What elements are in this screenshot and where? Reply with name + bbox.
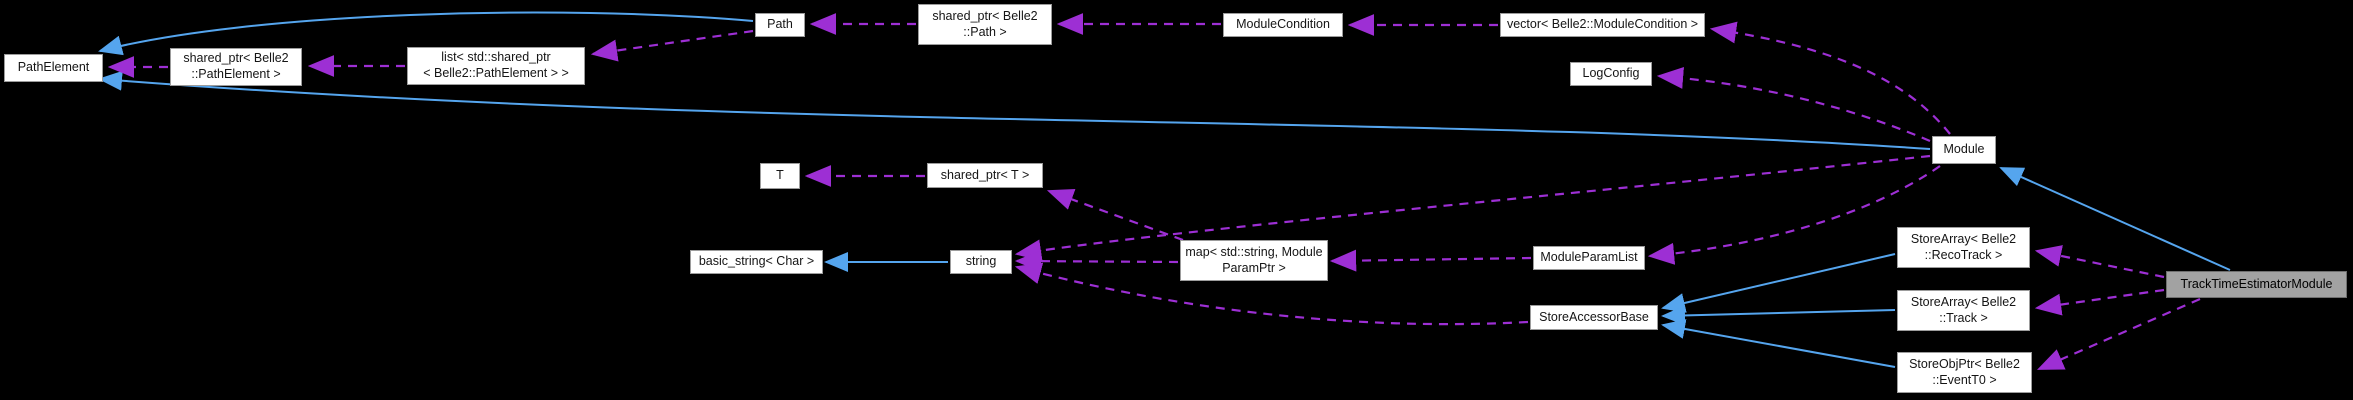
node-shared-ptr-path[interactable]: shared_ptr< Belle2 ::Path > (918, 4, 1052, 45)
edge-map-to-string (1014, 250, 1179, 273)
node-vector-modulecondition[interactable]: vector< Belle2::ModuleCondition > (1500, 13, 1705, 37)
node-moduleparamlist[interactable]: ModuleParamList (1533, 246, 1645, 270)
node-map-moduleparamptr[interactable]: map< std::string, Module ParamPtr > (1180, 240, 1328, 281)
node-pathelement[interactable]: PathElement (4, 54, 103, 82)
node-tracktimeestimatormodule: TrackTimeEstimatorModule (2166, 271, 2347, 298)
edge-module-to-string (1014, 154, 1931, 262)
node-storeaccessorbase[interactable]: StoreAccessorBase (1530, 305, 1658, 330)
node-storearray-recotrack[interactable]: StoreArray< Belle2 ::RecoTrack > (1897, 227, 2030, 268)
edge-map-to-spt (1046, 188, 1184, 242)
edge-module-to-vector (1709, 21, 1951, 135)
node-storeobjptr-eventt0[interactable]: StoreObjPtr< Belle2 ::EventT0 > (1897, 352, 2032, 393)
edge-module-to-logconfig (1656, 66, 1931, 143)
node-path[interactable]: Path (755, 13, 805, 37)
edge-tracktimeestimator-to-recotrack (2034, 245, 2165, 279)
node-logconfig[interactable]: LogConfig (1570, 62, 1652, 86)
edge-tracktimeestimator-to-eventt0 (2036, 297, 2201, 371)
edge-module-to-pathelement (98, 70, 1931, 150)
edge-tracktimeestimator-to-module (1999, 167, 2231, 271)
node-list-shared-ptr-pathelement[interactable]: list< std::shared_ptr < Belle2::PathElem… (407, 47, 585, 85)
node-module[interactable]: Module (1932, 136, 1996, 164)
edge-module-to-moduleparamlist (1647, 165, 1941, 265)
node-modulecondition[interactable]: ModuleCondition (1223, 13, 1343, 37)
edge-eventt0-to-storeaccessorbase (1661, 319, 1896, 368)
edge-tracktimeestimator-to-track (2034, 288, 2165, 316)
edge-path-to-pathelement (98, 11, 754, 56)
node-t[interactable]: T (760, 163, 800, 189)
edge-path-to-list (590, 29, 754, 62)
edge-recotrack-to-storeaccessorbase (1661, 253, 1896, 313)
node-shared-ptr-pathelement[interactable]: shared_ptr< Belle2 ::PathElement > (170, 48, 302, 86)
node-shared-ptr-t[interactable]: shared_ptr< T > (927, 163, 1043, 188)
edge-moduleparamlist-to-map (1329, 249, 1532, 272)
node-string[interactable]: string (950, 250, 1012, 274)
edge-track-to-storeaccessorbase (1661, 305, 1896, 326)
edge-storeaccessorbase-to-string (1014, 262, 1529, 326)
node-basic-string[interactable]: basic_string< Char > (690, 250, 823, 274)
node-storearray-track[interactable]: StoreArray< Belle2 ::Track > (1897, 290, 2030, 331)
